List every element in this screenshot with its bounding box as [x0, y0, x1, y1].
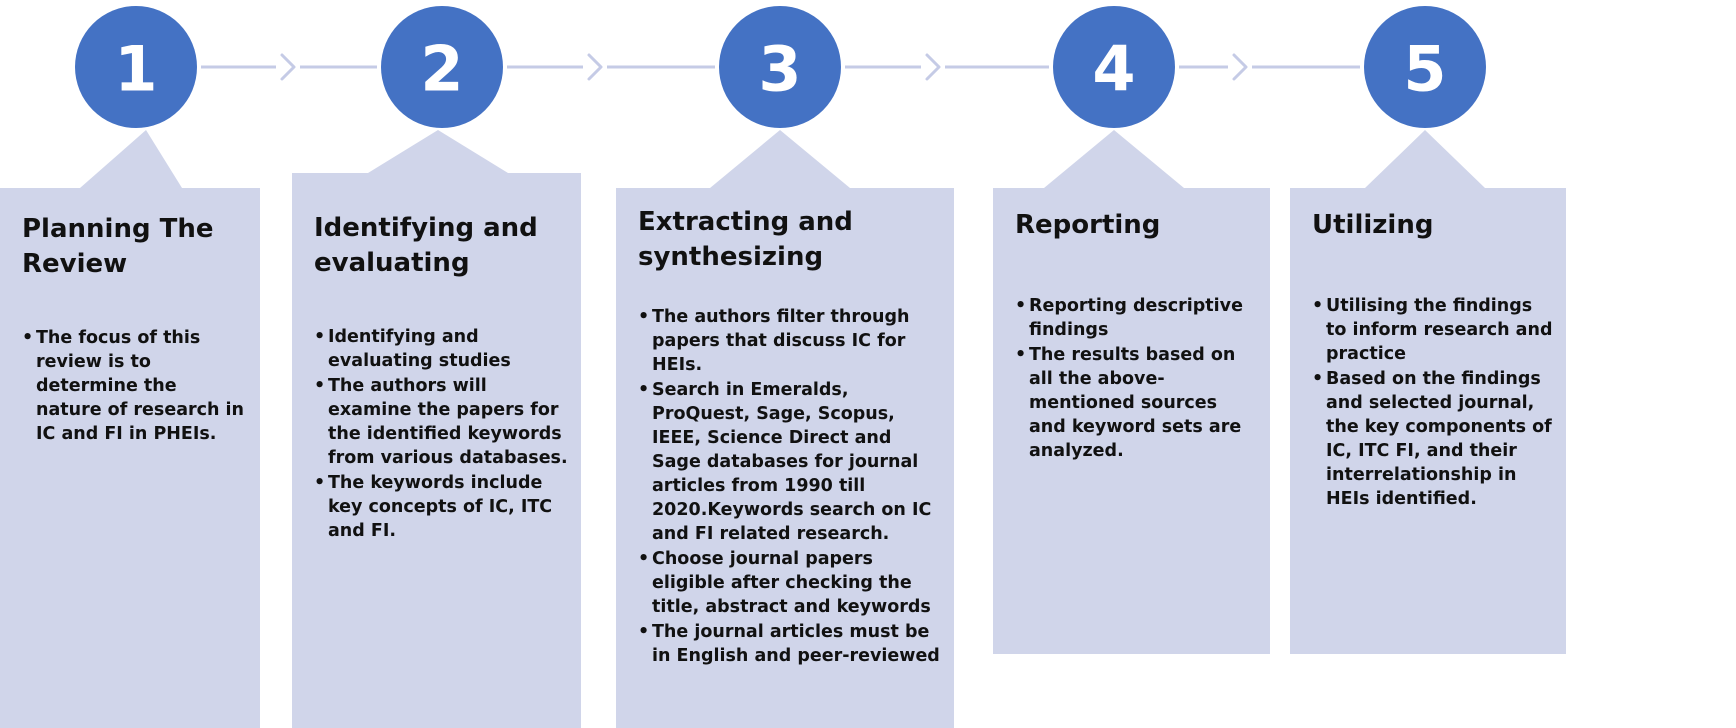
- step-3-panel: Extracting and synthesizing The authors …: [638, 205, 942, 666]
- chevron-right-icon: [1232, 53, 1248, 81]
- step-3-bullet-1: The authors filter through papers that d…: [638, 305, 942, 377]
- step-5-panel: Utilizing Utilising the findings to info…: [1312, 208, 1554, 509]
- step-2-bullets: Identifying and evaluating studies The a…: [314, 325, 569, 544]
- chevron-right-icon: [280, 53, 296, 81]
- step-4-callout-pointer: [1044, 130, 1184, 188]
- step-4-circle: [1053, 6, 1175, 128]
- step-5-bullet-2: Based on the findings and selected journ…: [1312, 367, 1554, 511]
- step-2-number: 2: [420, 33, 463, 106]
- step-1-callout-pointer: [80, 130, 182, 188]
- step-2-bullet-2: The authors will examine the papers for …: [314, 374, 569, 470]
- step-3-bullet-3: Choose journal papers eligible after che…: [638, 547, 942, 619]
- step-4-bullets: Reporting descriptive findings The resul…: [1015, 294, 1258, 464]
- step-2-circle: [381, 6, 503, 128]
- step-5-circle: [1364, 6, 1486, 128]
- step-3-number: 3: [758, 33, 801, 106]
- step-1-bullet-1: The focus of this review is to determine…: [22, 326, 248, 446]
- step-5-callout-pointer: [1365, 130, 1485, 188]
- step-2-bullet-1: Identifying and evaluating studies: [314, 325, 569, 373]
- step-1-title: Planning The Review: [22, 214, 214, 279]
- step-3-callout-pointer: [710, 130, 850, 188]
- step-1-panel: Planning The Review The focus of this re…: [22, 212, 248, 444]
- step-2-callout-pointer: [368, 130, 508, 173]
- step-2-title: Identifying and evaluating: [314, 213, 538, 278]
- step-4-panel: Reporting Reporting descriptive findings…: [1015, 208, 1258, 461]
- step-4-bullet-1: Reporting descriptive findings: [1015, 294, 1258, 342]
- step-3-circle: [719, 6, 841, 128]
- step-5-number: 5: [1403, 33, 1446, 106]
- step-1-number: 1: [114, 33, 157, 106]
- step-4-title: Reporting: [1015, 210, 1161, 240]
- step-1-bullets: The focus of this review is to determine…: [22, 326, 248, 447]
- step-3-bullet-4: The journal articles must be in English …: [638, 620, 942, 668]
- chevron-right-icon: [587, 53, 603, 81]
- step-3-bullet-2: Search in Emeralds, ProQuest, Sage, Scop…: [638, 378, 942, 546]
- step-5-title: Utilizing: [1312, 210, 1434, 240]
- chevron-right-icon: [925, 53, 941, 81]
- step-5-bullet-1: Utilising the findings to inform researc…: [1312, 294, 1554, 366]
- step-2-panel: Identifying and evaluating Identifying a…: [314, 211, 569, 541]
- step-1-panel-background: [0, 188, 260, 728]
- step-circles: 1 2 3 4 5: [75, 6, 1486, 128]
- step-3-title: Extracting and synthesizing: [638, 207, 853, 272]
- step-2-bullet-3: The keywords include key concepts of IC,…: [314, 471, 569, 543]
- step-4-number: 4: [1092, 33, 1135, 106]
- step-connectors: [201, 53, 1360, 81]
- step-5-bullets: Utilising the findings to inform researc…: [1312, 294, 1554, 512]
- step-1-circle: [75, 6, 197, 128]
- step-3-bullets: The authors filter through papers that d…: [638, 305, 942, 669]
- step-4-bullet-2: The results based on all the above-menti…: [1015, 343, 1258, 463]
